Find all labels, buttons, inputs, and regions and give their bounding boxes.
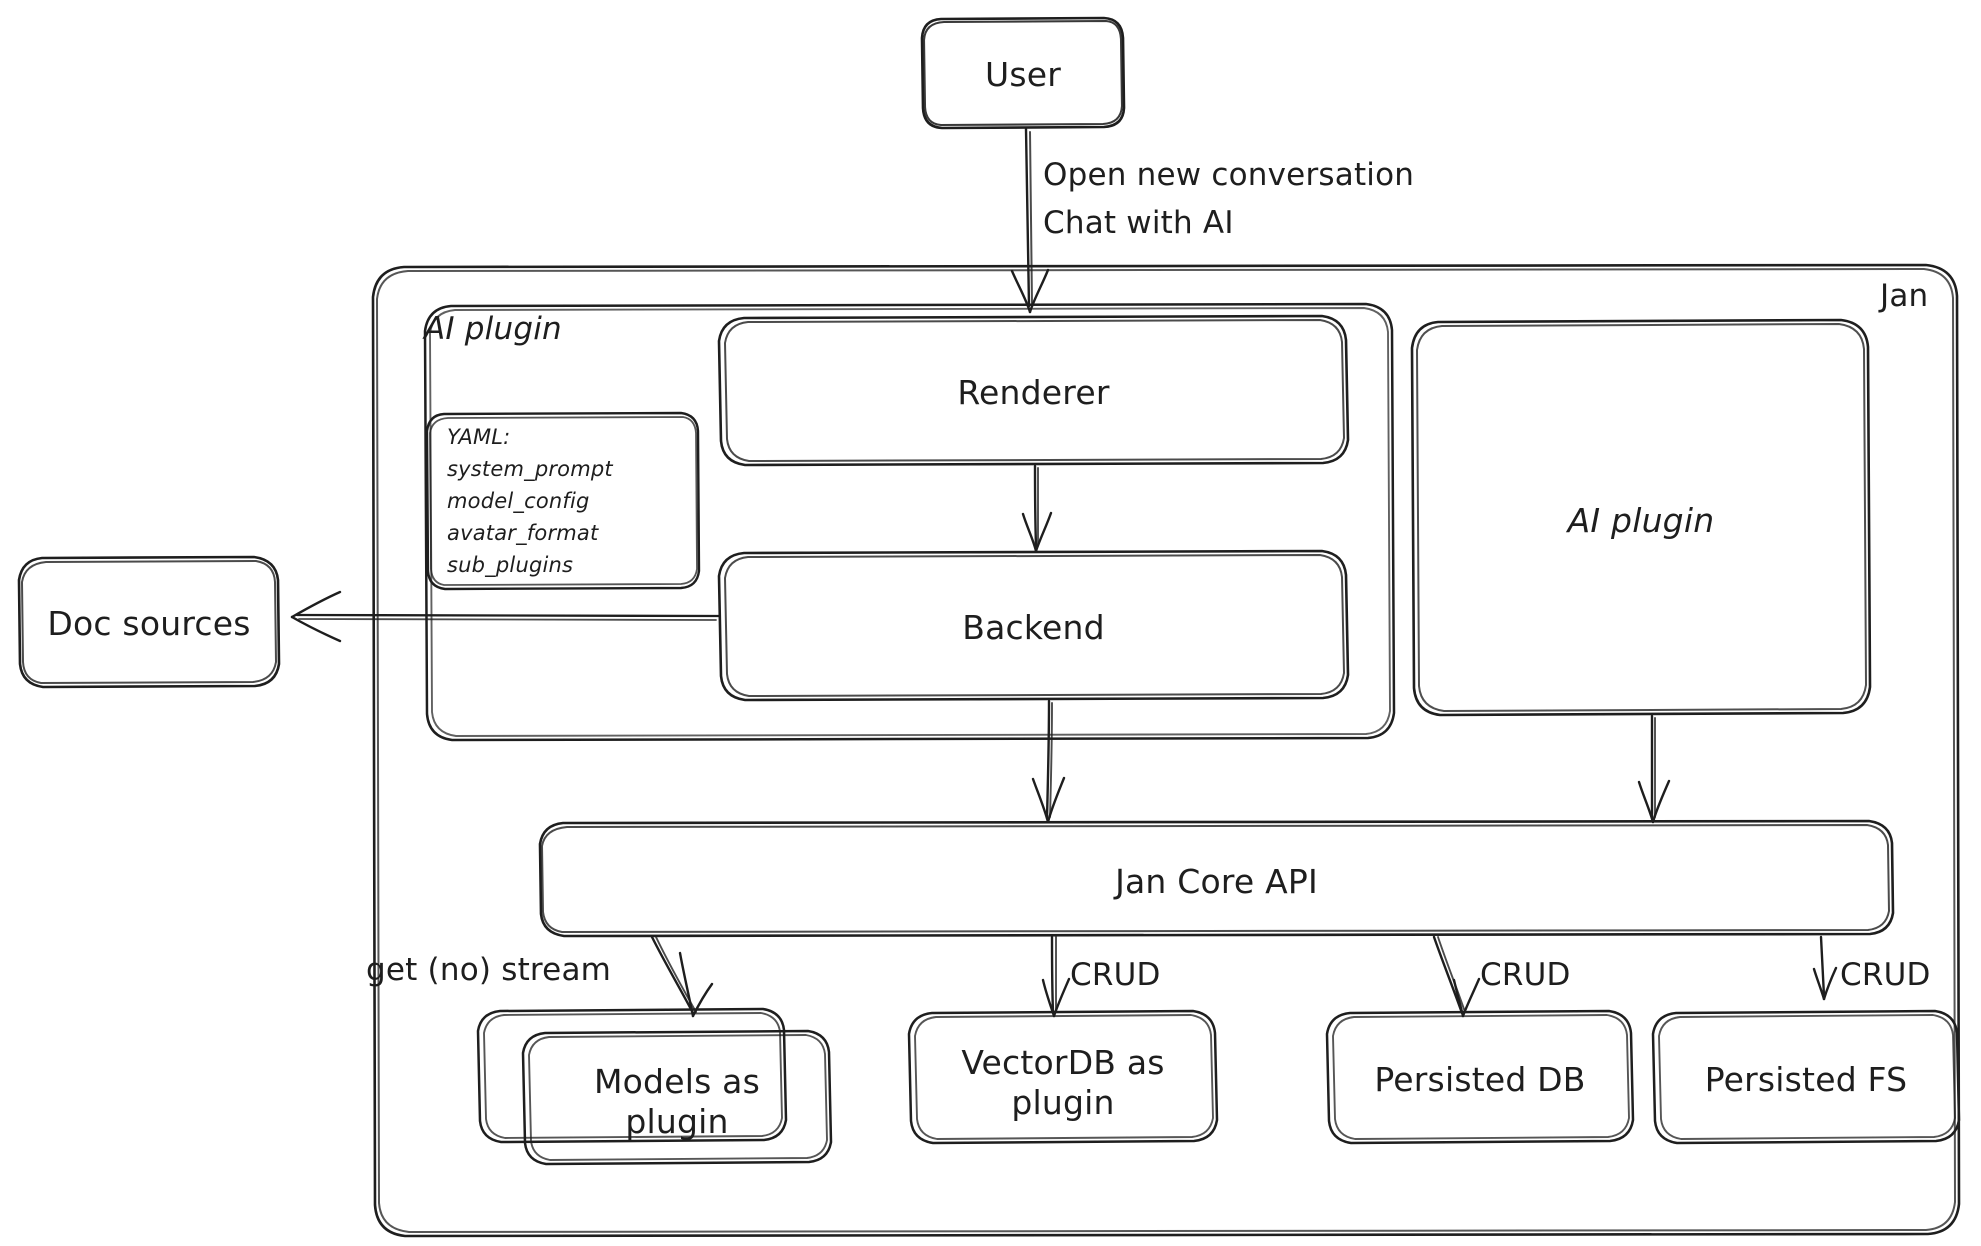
edge-user-to-renderer bbox=[1010, 127, 1050, 314]
yaml-note-line-3: avatar_format bbox=[447, 521, 599, 545]
edge-backend-to-core bbox=[1031, 699, 1066, 824]
node-ai-plugin-right-label: AI plugin bbox=[1567, 501, 1715, 540]
yaml-note-line-2: model_config bbox=[447, 489, 590, 513]
edge-core-to-persisted-fs bbox=[1812, 935, 1838, 1001]
edge-core-to-persisted-db bbox=[1432, 935, 1481, 1018]
node-persisted-db-label: Persisted DB bbox=[1374, 1060, 1586, 1099]
node-persisted-db-shape[interactable] bbox=[1325, 1009, 1635, 1145]
edge-label-get-no-stream: get (no) stream bbox=[366, 952, 612, 988]
node-vectordb-plugin-shape[interactable] bbox=[907, 1009, 1219, 1145]
edge-label-crud-persisted-fs: CRUD bbox=[1840, 957, 1931, 993]
node-doc-sources-label: Doc sources bbox=[47, 604, 251, 643]
node-yaml-note-shape[interactable] bbox=[425, 411, 701, 591]
edge-label-open-new-conversation: Open new conversation bbox=[1043, 157, 1415, 193]
edge-core-to-vectordb bbox=[1041, 935, 1071, 1018]
edge-label-crud-persisted-db: CRUD bbox=[1480, 957, 1571, 993]
container-ai-plugin-group-shape[interactable] bbox=[423, 302, 1396, 742]
yaml-note-line-0: YAML: bbox=[447, 425, 511, 449]
container-ai-plugin-group-label: AI plugin bbox=[424, 311, 562, 347]
node-persisted-fs-label: Persisted FS bbox=[1704, 1060, 1908, 1099]
node-doc-sources-shape[interactable] bbox=[17, 555, 281, 689]
yaml-note-line-1: system_prompt bbox=[447, 457, 613, 481]
node-models-plugin-label: Models as plugin bbox=[594, 1062, 760, 1142]
node-user-label: User bbox=[984, 55, 1062, 94]
edge-backend-to-doc-sources bbox=[290, 590, 721, 643]
node-renderer-label: Renderer bbox=[957, 373, 1110, 412]
node-jan-core-api-label: Jan Core API bbox=[1115, 862, 1318, 901]
edge-label-crud-vectordb: CRUD bbox=[1070, 957, 1161, 993]
node-jan-core-api-shape[interactable] bbox=[538, 819, 1895, 938]
node-models-plugin-back-shape bbox=[476, 1007, 788, 1144]
node-renderer-shape[interactable] bbox=[717, 314, 1350, 467]
node-persisted-fs-shape[interactable] bbox=[1651, 1009, 1961, 1145]
node-backend-label: Backend bbox=[962, 608, 1105, 647]
edge-aiplugin-to-core bbox=[1637, 714, 1671, 824]
edge-renderer-to-backend bbox=[1021, 464, 1053, 553]
node-user-shape[interactable] bbox=[920, 16, 1126, 130]
edge-label-chat-with-ai: Chat with AI bbox=[1043, 205, 1234, 241]
node-vectordb-plugin-label: VectorDB as plugin bbox=[961, 1043, 1165, 1123]
container-jan-label: Jan bbox=[1880, 278, 1929, 314]
node-models-plugin-shape[interactable] bbox=[521, 1029, 833, 1166]
node-backend-shape[interactable] bbox=[717, 549, 1350, 702]
yaml-note-line-4: sub_plugins bbox=[447, 553, 574, 577]
node-ai-plugin-right-shape[interactable] bbox=[1410, 318, 1872, 717]
container-jan-shape[interactable] bbox=[371, 263, 1961, 1238]
